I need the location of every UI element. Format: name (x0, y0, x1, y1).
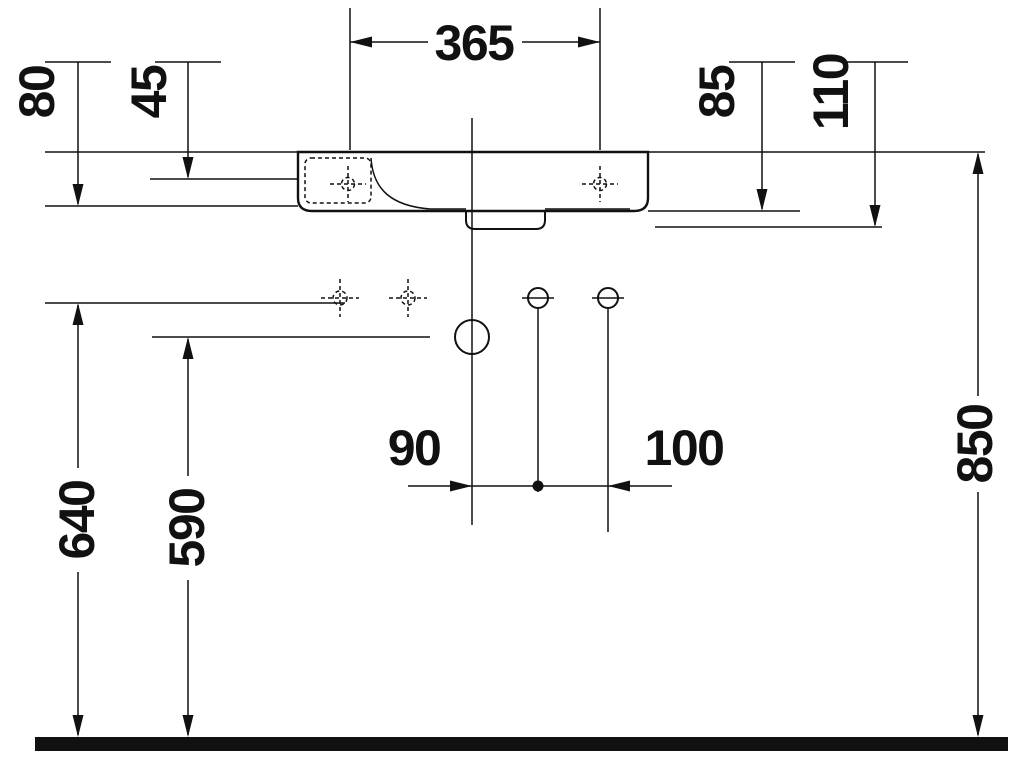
arrowhead-up (72, 303, 84, 325)
dimension-dot (532, 480, 544, 492)
dimension-110: 110 (803, 54, 881, 227)
arrowhead-down (182, 715, 194, 737)
arrowhead-down (72, 715, 84, 737)
dim-label-850: 850 (947, 405, 1003, 484)
supply-point-marker-2 (592, 287, 624, 309)
dimension-45: 45 (121, 62, 194, 179)
dimension-80: 80 (9, 62, 84, 206)
connection-symbols (321, 279, 624, 355)
dimension-365: 365 (349, 8, 601, 150)
supply-cross-marker-1 (321, 279, 359, 317)
dimension-85: 85 (689, 62, 768, 211)
dim-label-85: 85 (689, 65, 745, 118)
dim-label-110: 110 (803, 54, 859, 130)
arrowhead-down (182, 157, 194, 179)
arrowhead-down (72, 184, 84, 206)
drain-pocket-outline (465, 211, 546, 230)
arrowhead-right (578, 36, 600, 48)
arrowhead-down (972, 715, 984, 737)
arrowhead-left (350, 36, 372, 48)
tap-deck-dashed-outline (304, 157, 372, 204)
tap-hole-right-marker (582, 166, 618, 202)
arrowhead-up (972, 152, 984, 174)
dimension-90-100: 90 100 (388, 420, 725, 492)
dim-label-590: 590 (159, 489, 215, 568)
supply-cross-marker-2 (389, 279, 427, 317)
basin-outer-outline (296, 150, 650, 213)
reference-lines (45, 61, 985, 532)
arrowhead-up (182, 337, 194, 359)
dimension-850: 850 (947, 152, 1003, 737)
tap-hole-circle (592, 176, 608, 192)
tap-hole-circle (340, 176, 356, 192)
dim-label-90: 90 (388, 420, 441, 476)
supply-circle (400, 290, 416, 306)
dim-label-365: 365 (435, 15, 515, 71)
washbasin-outline-group (296, 150, 650, 230)
dimension-640: 640 (49, 303, 105, 737)
bowl-inner-curve (370, 157, 466, 210)
dimension-590: 590 (159, 337, 215, 737)
tap-hole-left-marker (330, 166, 366, 202)
dim-label-80: 80 (9, 66, 65, 119)
supply-point-marker-1 (522, 287, 554, 309)
arrowhead-down (756, 189, 768, 211)
arrowhead-right (450, 480, 472, 492)
dim-label-640: 640 (49, 481, 105, 560)
floor-line-bar (35, 737, 1008, 751)
dim-label-45: 45 (121, 65, 177, 118)
arrowhead-down (869, 205, 881, 227)
dim-label-100: 100 (645, 420, 724, 476)
arrowhead-left (608, 480, 630, 492)
supply-circle (332, 290, 348, 306)
drain-outlet-circle (454, 319, 490, 355)
